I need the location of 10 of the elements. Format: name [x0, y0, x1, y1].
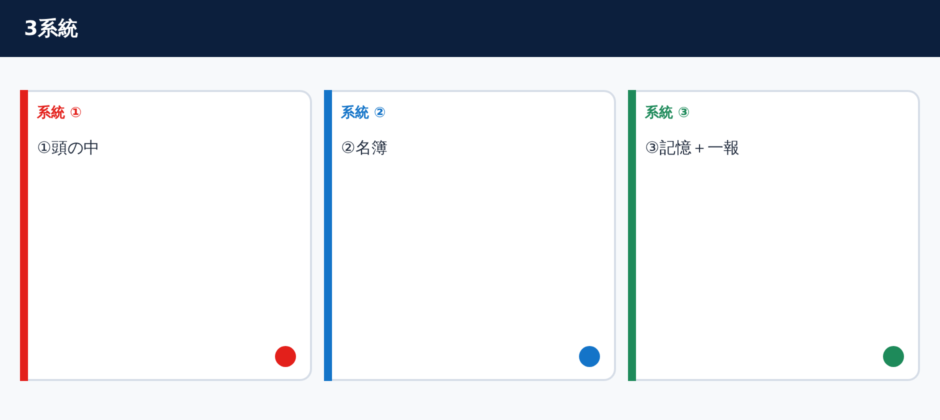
- card-text: ①頭の中: [37, 137, 100, 159]
- card-text: ②名簿: [341, 137, 388, 159]
- system-card: [324, 90, 616, 381]
- card-text: ③記憶＋一報: [645, 137, 740, 159]
- system-card: [628, 90, 920, 381]
- system-card: [20, 90, 312, 381]
- page-title: 3系統: [24, 15, 78, 42]
- card-heading: 系統 ③: [645, 104, 690, 123]
- card-heading: 系統 ①: [37, 104, 82, 123]
- card-heading: 系統 ②: [341, 104, 386, 123]
